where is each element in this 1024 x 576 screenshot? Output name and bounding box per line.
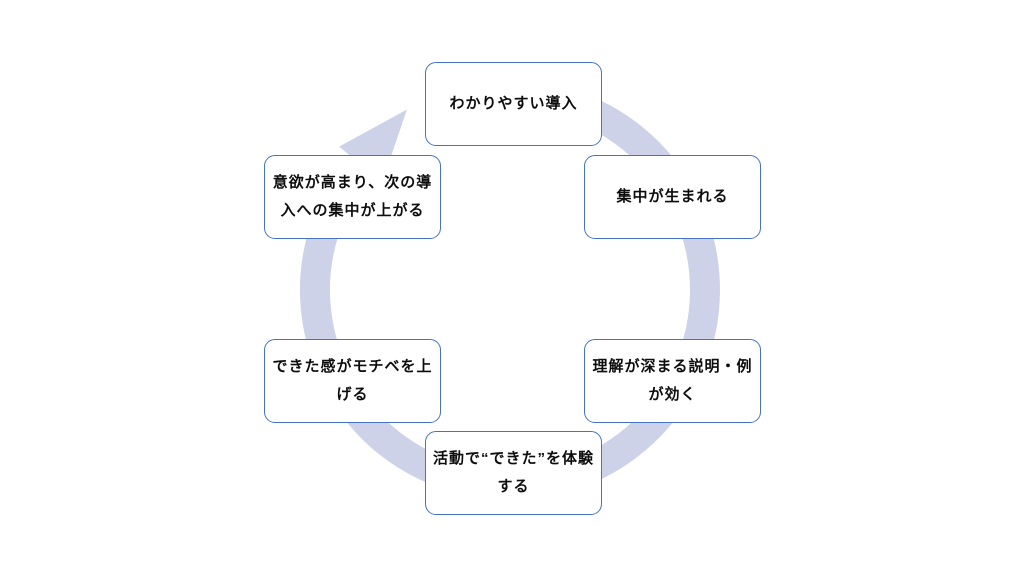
cycle-arrow-head [339,109,407,183]
node-right: 理解が深まる説明・例 が効く [584,339,761,423]
node-top-label: わかりやすい導入 [449,95,578,112]
node-bottom-left: できた感がモチベを上 げる [264,339,441,423]
node-bottom-label: 活動で“できた”を体験 する [432,450,594,495]
node-top-left-label: 意欲が高まり、次の導 入への集中が上がる [272,174,433,219]
node-top: わかりやすい導入 [425,62,602,146]
node-top-right: 集中が生まれる [584,155,761,239]
node-top-right-label: 集中が生まれる [616,188,729,205]
node-right-label: 理解が深まる説明・例 が効く [592,358,753,403]
node-bottom: 活動で“できた”を体験 する [425,431,602,515]
node-top-left: 意欲が高まり、次の導 入への集中が上がる [264,155,441,239]
node-bottom-left-label: できた感がモチベを上 げる [272,358,433,403]
